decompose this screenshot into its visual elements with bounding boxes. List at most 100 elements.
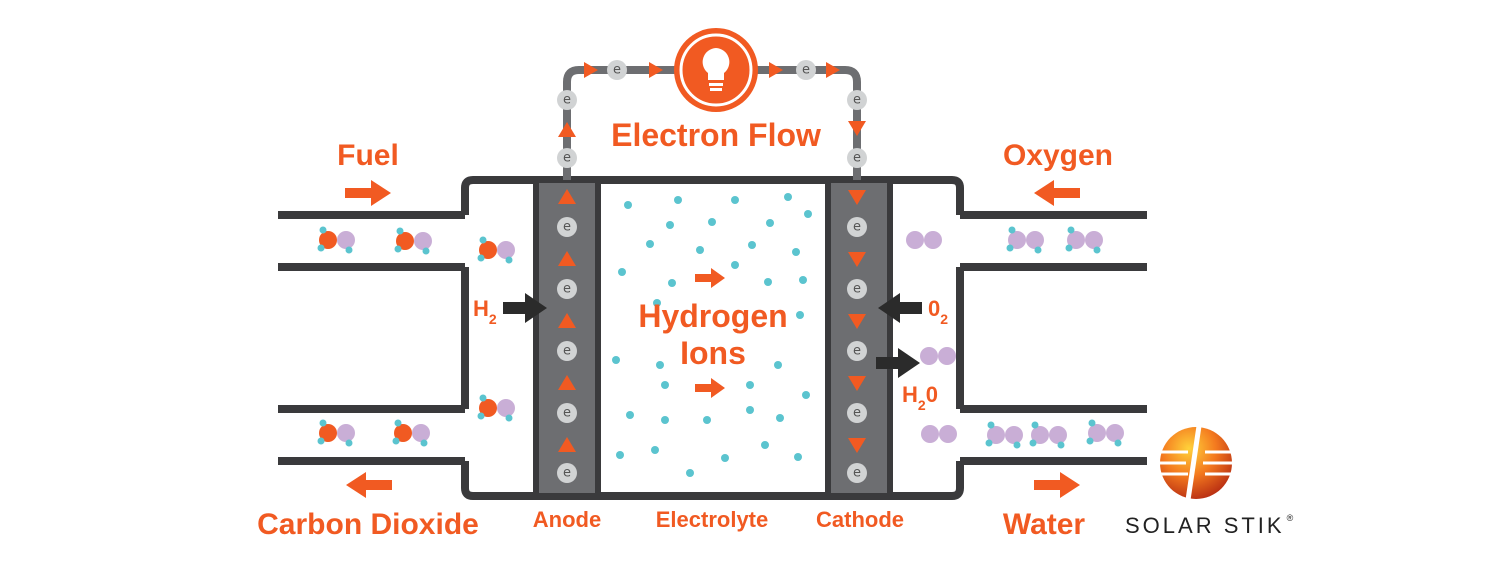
- hydrogen-ion: [766, 219, 774, 227]
- hydrogen-ion: [661, 381, 669, 389]
- oxygen-atom: [1008, 231, 1026, 249]
- hydrogen-atom: [985, 439, 993, 447]
- hydrogen-ions-label-line1: Hydrogen: [638, 298, 787, 334]
- o2-arrow-icon: [878, 293, 922, 323]
- h2o-label: H20: [902, 382, 938, 413]
- triangle-up-icon: [558, 251, 576, 266]
- hydrogen-ion: [686, 469, 694, 477]
- hydrogen-atom: [422, 247, 430, 255]
- triangle-down-icon: [848, 438, 866, 453]
- hydrogen-ion: [618, 268, 626, 276]
- electron-label: e: [563, 406, 571, 421]
- anode-label: Anode: [533, 507, 601, 532]
- hydrogen-atom: [1093, 246, 1101, 254]
- hydrogen-atom: [317, 437, 325, 445]
- triangle-up-icon: [558, 313, 576, 328]
- hydrogen-atom: [1065, 244, 1073, 252]
- hydrogen-atom: [1034, 246, 1042, 254]
- oxygen-atom: [920, 347, 938, 365]
- electron-label: e: [853, 220, 861, 235]
- hydrogen-ion: [624, 201, 632, 209]
- fuel-arrow-icon: [345, 180, 391, 206]
- hydrogen-atom: [479, 236, 487, 244]
- hydrogen-ion: [746, 381, 754, 389]
- electron-label: e: [563, 220, 571, 235]
- hydrogen-ion: [651, 446, 659, 454]
- triangle-down-icon: [848, 252, 866, 267]
- hydrogen-ion: [616, 451, 624, 459]
- carbon-atom: [396, 232, 414, 250]
- arrow-right-icon: [826, 62, 840, 78]
- hydrogen-atom: [477, 412, 485, 420]
- electron-label: e: [853, 282, 861, 297]
- hydrogen-ion: [696, 246, 704, 254]
- triangle-up-icon: [558, 189, 576, 204]
- oxygen-atom: [1049, 426, 1067, 444]
- ion-arrow-icon: [695, 378, 725, 398]
- hydrogen-ion: [661, 416, 669, 424]
- arrow-right-icon: [769, 62, 783, 78]
- electron-icon: [796, 60, 816, 80]
- hydrogen-atom: [396, 227, 404, 235]
- hydrogen-ion: [626, 411, 634, 419]
- hydrogen-ion: [653, 299, 661, 307]
- oxygen-atom: [924, 231, 942, 249]
- hydrogen-ion: [776, 414, 784, 422]
- electron-label: e: [853, 406, 861, 421]
- electron-label: e: [563, 93, 571, 108]
- hydrogen-atom: [345, 439, 353, 447]
- hydrogen-atom: [1057, 441, 1065, 449]
- hydrogen-ion: [802, 391, 810, 399]
- triangle-down-icon: [848, 314, 866, 329]
- electron-icon: [557, 217, 577, 237]
- hydrogen-ion: [792, 248, 800, 256]
- h2o-arrow-icon: [876, 348, 920, 378]
- hydrogen-atom: [1008, 226, 1016, 234]
- hydrogen-atom: [1029, 439, 1037, 447]
- hydrogen-ion: [703, 416, 711, 424]
- electron-label: e: [613, 63, 621, 78]
- oxygen-atom: [1085, 231, 1103, 249]
- hydrogen-atom: [345, 246, 353, 254]
- hydrogen-atom: [505, 256, 513, 264]
- hydrogen-atom: [477, 254, 485, 262]
- hydrogen-atom: [319, 419, 327, 427]
- electron-label: e: [853, 466, 861, 481]
- oxygen-atom: [337, 231, 355, 249]
- oxygen-atom: [939, 425, 957, 443]
- carbon-dioxide-arrow-icon: [346, 472, 392, 498]
- oxygen-atom: [906, 231, 924, 249]
- triangle-down-icon: [848, 376, 866, 391]
- electrolyte-label: Electrolyte: [656, 507, 769, 532]
- hydrogen-atom: [1013, 441, 1021, 449]
- hydrogen-ion: [612, 356, 620, 364]
- electron-icon: [847, 217, 867, 237]
- electron-label: e: [563, 466, 571, 481]
- hydrogen-atom: [1031, 421, 1039, 429]
- oxygen-atom: [1106, 424, 1124, 442]
- h2-label: H2: [473, 296, 497, 327]
- electron-icon: [557, 279, 577, 299]
- hydrogen-atom: [420, 439, 428, 447]
- hydrogen-ion: [721, 454, 729, 462]
- electron-icon: [847, 148, 867, 168]
- solar-stik-logo: SOLAR STIK®: [1125, 425, 1296, 538]
- hydrogen-ion: [761, 441, 769, 449]
- carbon-atom: [394, 424, 412, 442]
- hydrogen-ion: [674, 196, 682, 204]
- hydrogen-ion: [799, 276, 807, 284]
- hydrogen-ion: [646, 240, 654, 248]
- hydrogen-ion: [746, 406, 754, 414]
- electron-flow-label: Electron Flow: [611, 117, 821, 153]
- electron-icon: [847, 403, 867, 423]
- electron-icon: [847, 341, 867, 361]
- hydrogen-atom: [394, 245, 402, 253]
- electron-label: e: [853, 344, 861, 359]
- oxygen-atom: [414, 232, 432, 250]
- fuel-label: Fuel: [337, 139, 399, 172]
- carbon-atom: [319, 231, 337, 249]
- logo-text: SOLAR STIK®: [1125, 513, 1296, 538]
- oxygen-atom: [987, 426, 1005, 444]
